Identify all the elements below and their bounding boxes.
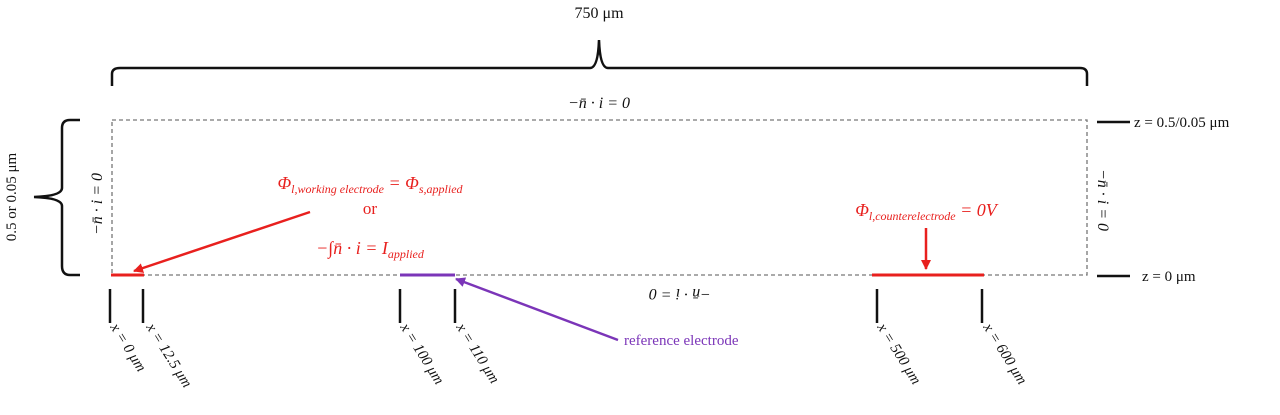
reference-electrode-label: reference electrode	[624, 333, 739, 349]
left-boundary-condition: −n̄ · i = 0	[89, 173, 106, 235]
z-bottom-label: z = 0 μm	[1142, 269, 1196, 285]
width-label: 750 μm	[574, 5, 624, 22]
working-electrode-condition: Φl,working electrode = Φs,applied	[277, 173, 463, 196]
top-boundary-condition: −n̄ · i = 0	[568, 95, 630, 112]
x-label-600: x = 600 μm	[979, 320, 1030, 388]
counter-electrode-condition: Φl,counterelectrode = 0V	[855, 200, 999, 223]
working-electrode-arrow	[133, 210, 311, 273]
right-boundary-condition: −n̄ · i = 0	[1094, 169, 1111, 231]
height-brace	[33, 118, 80, 277]
working-electrode-integral: −∫n̄ · i = Iapplied	[316, 238, 425, 261]
width-brace	[110, 39, 1089, 86]
z-top-label: z = 0.5/0.05 μm	[1134, 115, 1230, 131]
x-label-110: x = 110 μm	[452, 320, 502, 387]
working-electrode-or: or	[363, 199, 378, 218]
x-label-100: x = 100 μm	[396, 320, 447, 388]
height-label: 0.5 or 0.05 μm	[4, 152, 20, 241]
bottom-boundary-condition: −n̄ · i = 0	[649, 285, 711, 302]
domain-boundary	[111, 119, 1088, 276]
x-label-12-5: x = 12.5 μm	[142, 320, 195, 391]
reference-electrode-arrow	[455, 277, 619, 342]
x-label-500: x = 500 μm	[873, 320, 924, 388]
x-label-0: x = 0 μm	[106, 320, 149, 375]
